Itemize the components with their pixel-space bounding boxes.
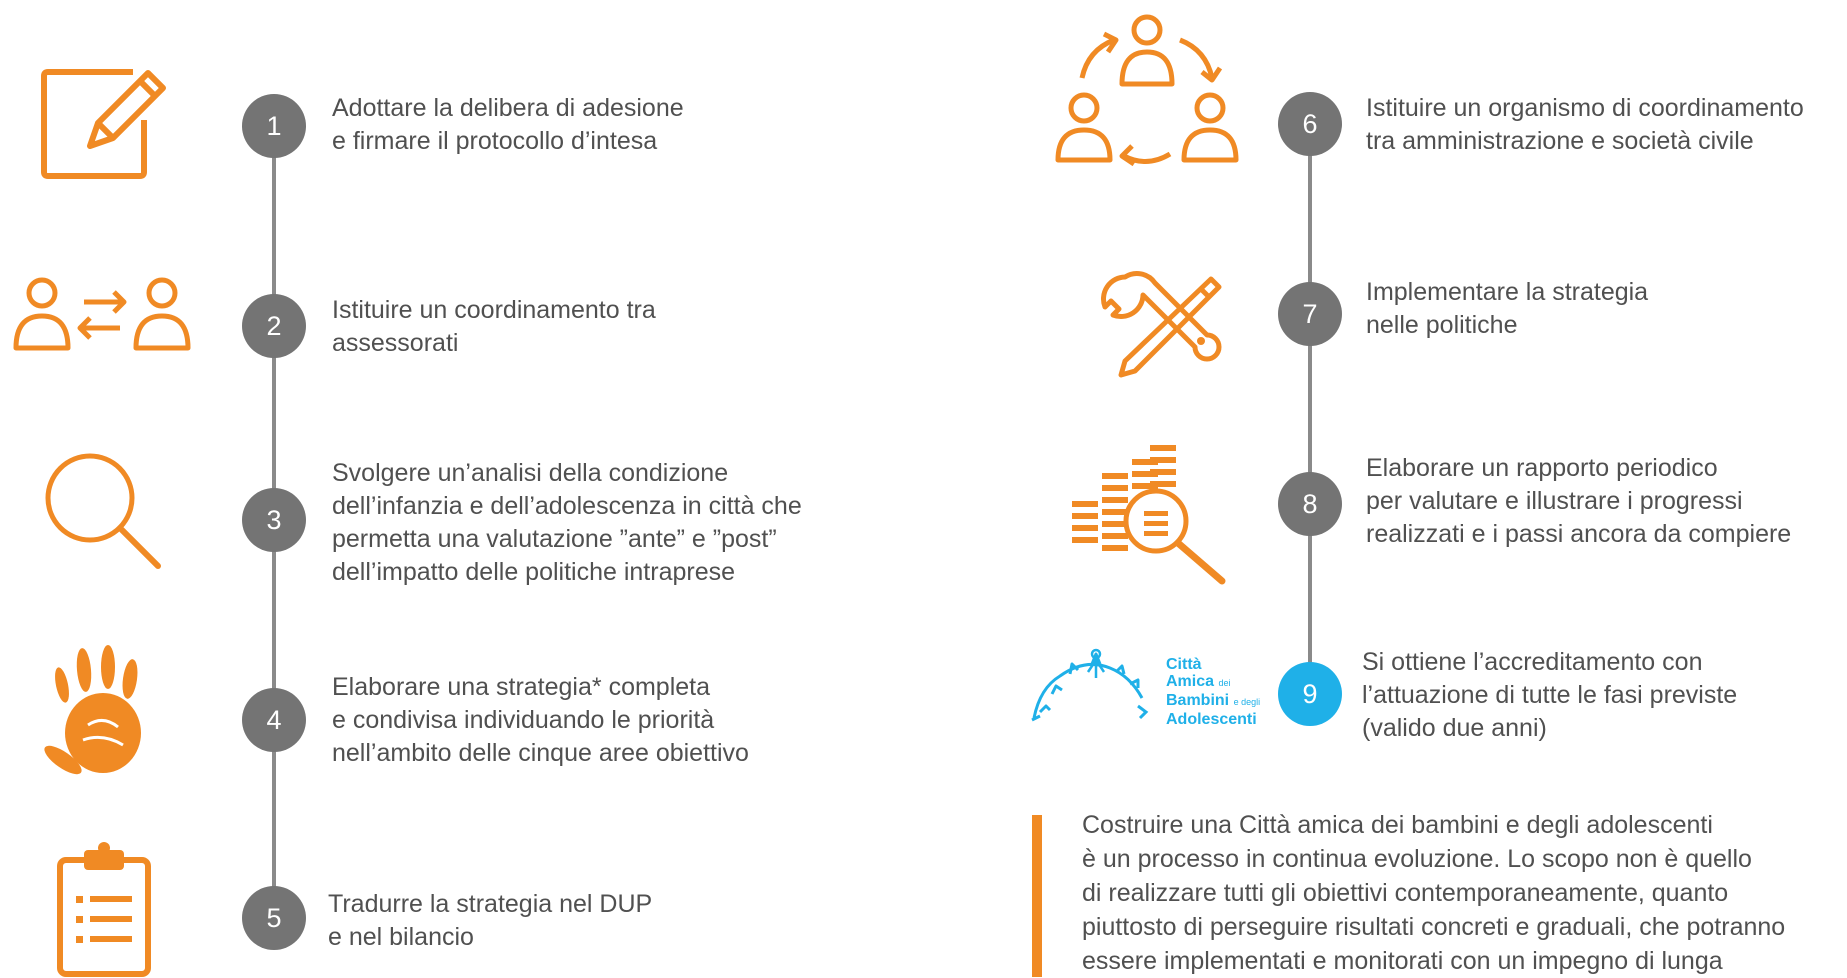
handprint-icon (44, 645, 158, 785)
right-connector-line (1308, 120, 1312, 686)
clipboard-checklist-icon (56, 842, 152, 977)
step-4-number: 4 (242, 688, 306, 752)
step-9-number: 9 (1278, 662, 1342, 726)
wrench-pencil-icon (1095, 271, 1225, 388)
step-8-number: 8 (1278, 472, 1342, 536)
step-2-text: Istituire un coordinamento tra assessora… (332, 296, 656, 357)
step-2-number: 2 (242, 294, 306, 358)
step-1-text: Adottare la delibera di adesione e firma… (332, 94, 684, 155)
logo-line-3: Bambini e degli (1166, 692, 1261, 709)
step-5-number: 5 (242, 886, 306, 950)
note-accent-bar (1032, 815, 1042, 977)
step-3-text: Svolgere un’analisi della condizione del… (332, 459, 802, 586)
step-9-text: Si ottiene l’accreditamento con l’attuaz… (1362, 648, 1738, 742)
step-8-text: Elaborare un rapporto periodico per valu… (1366, 454, 1792, 548)
magnifier-icon (42, 450, 167, 575)
step-4-text: Elaborare una strategia* completa e cond… (332, 673, 749, 767)
logo-line-4: Adolescenti (1166, 711, 1257, 728)
step-6-text: Istituire un organismo di coordinamento … (1366, 94, 1804, 155)
step-6-number: 6 (1278, 92, 1342, 156)
step-7-text: Implementare la strategia nelle politich… (1366, 278, 1649, 339)
logo-line-2: Amica dei (1166, 673, 1231, 690)
report-magnifier-icon (1072, 445, 1232, 585)
people-exchange-icon (12, 276, 192, 352)
step-7-number: 7 (1278, 282, 1342, 346)
step-3-number: 3 (242, 488, 306, 552)
logo-line-1: Città (1166, 656, 1202, 673)
step-5-text: Tradurre la strategia nel DUP e nel bila… (328, 890, 653, 951)
city-logo-text: Città Amica dei Bambini e degli Adolesce… (1166, 656, 1260, 728)
document-pencil-icon (38, 60, 173, 185)
note-text: Costruire una Città amica dei bambini e … (1082, 811, 1786, 975)
step-1-number: 1 (242, 94, 306, 158)
city-logo-icon (1030, 648, 1160, 724)
people-cycle-icon (1052, 10, 1242, 170)
